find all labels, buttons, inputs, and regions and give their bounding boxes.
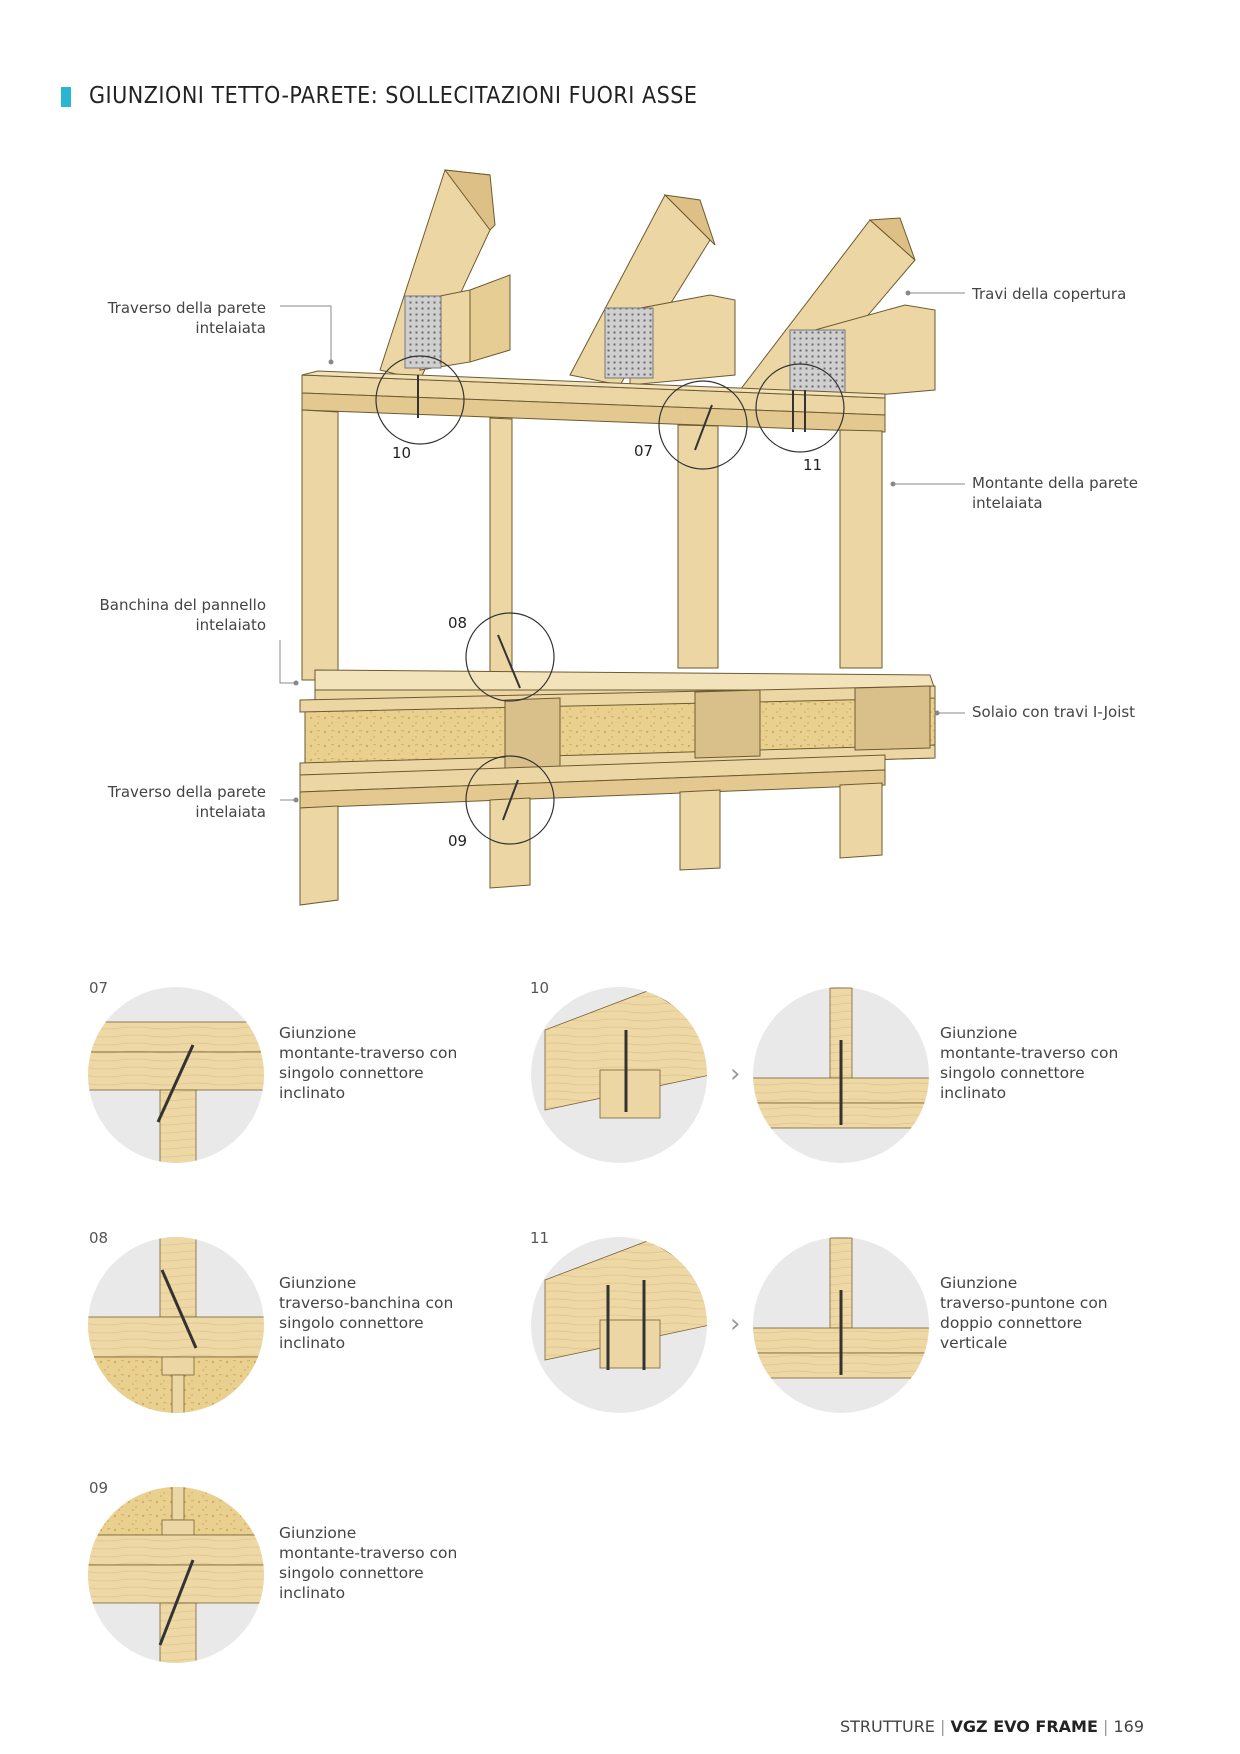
callout-number-10: 10 [392, 444, 412, 462]
ijoist-floor [299, 685, 936, 776]
detail-number-07: 07 [89, 979, 109, 997]
stud-3 [677, 424, 719, 669]
detail-number-11: 11 [530, 1229, 550, 1247]
svg-text:›: › [730, 1309, 740, 1339]
leader-banchina [279, 640, 296, 684]
callout-number-11: 11 [803, 456, 823, 474]
lower-stud-3 [679, 789, 721, 871]
label-solaio: Solaio con travi I-Joist [972, 703, 1136, 721]
stud-2 [489, 417, 513, 673]
detail-09-illustration [88, 1487, 264, 1663]
detail-07-illustration [88, 987, 264, 1163]
callout-circle-08 [465, 612, 555, 702]
screw-09 [158, 1559, 195, 1646]
stud-4 [839, 429, 883, 669]
lower-stud-2 [489, 797, 531, 889]
detail-08-illustration [88, 1237, 264, 1413]
footer: STRUTTURE | VGZ EVO FRAME | 169 [839, 1717, 1144, 1736]
bottom-plate [299, 769, 886, 809]
callout-circle-11 [755, 363, 845, 453]
callout-number-07: 07 [634, 442, 654, 460]
lower-stud-4 [839, 782, 883, 859]
callout-number-08: 08 [448, 614, 468, 632]
stud-1 [301, 409, 339, 681]
detail-11-illustration: › [531, 1237, 929, 1413]
lower-stud-1 [299, 805, 339, 906]
callout-circle-10 [375, 355, 465, 445]
page-number: 169 [1113, 1717, 1144, 1736]
footer-product: VGZ EVO FRAME [950, 1717, 1098, 1736]
nail-plate-2 [604, 307, 654, 379]
footer-section: STRUTTURE [839, 1717, 935, 1736]
rafter-1 [379, 169, 511, 381]
detail-number-10: 10 [530, 979, 550, 997]
label-travi-copertura: Travi della copertura [972, 285, 1127, 303]
screw-08 [160, 1269, 198, 1349]
detail-10-illustration: › [531, 987, 929, 1163]
title-accent-bar [61, 87, 71, 107]
sole-plate-top [314, 669, 936, 691]
callout-number-09: 09 [448, 832, 468, 850]
page-title: GIUNZIONI TETTO-PARETE: SOLLECITAZIONI F… [89, 83, 698, 109]
top-plate [301, 370, 886, 433]
detail-number-09: 09 [89, 1479, 109, 1497]
detail-number-08: 08 [89, 1229, 109, 1247]
callout-circle-07 [658, 380, 748, 470]
leader-traverso-top [280, 305, 332, 360]
callout-circle-09 [465, 755, 555, 845]
svg-text:›: › [730, 1059, 740, 1089]
screw-07 [156, 1044, 195, 1123]
